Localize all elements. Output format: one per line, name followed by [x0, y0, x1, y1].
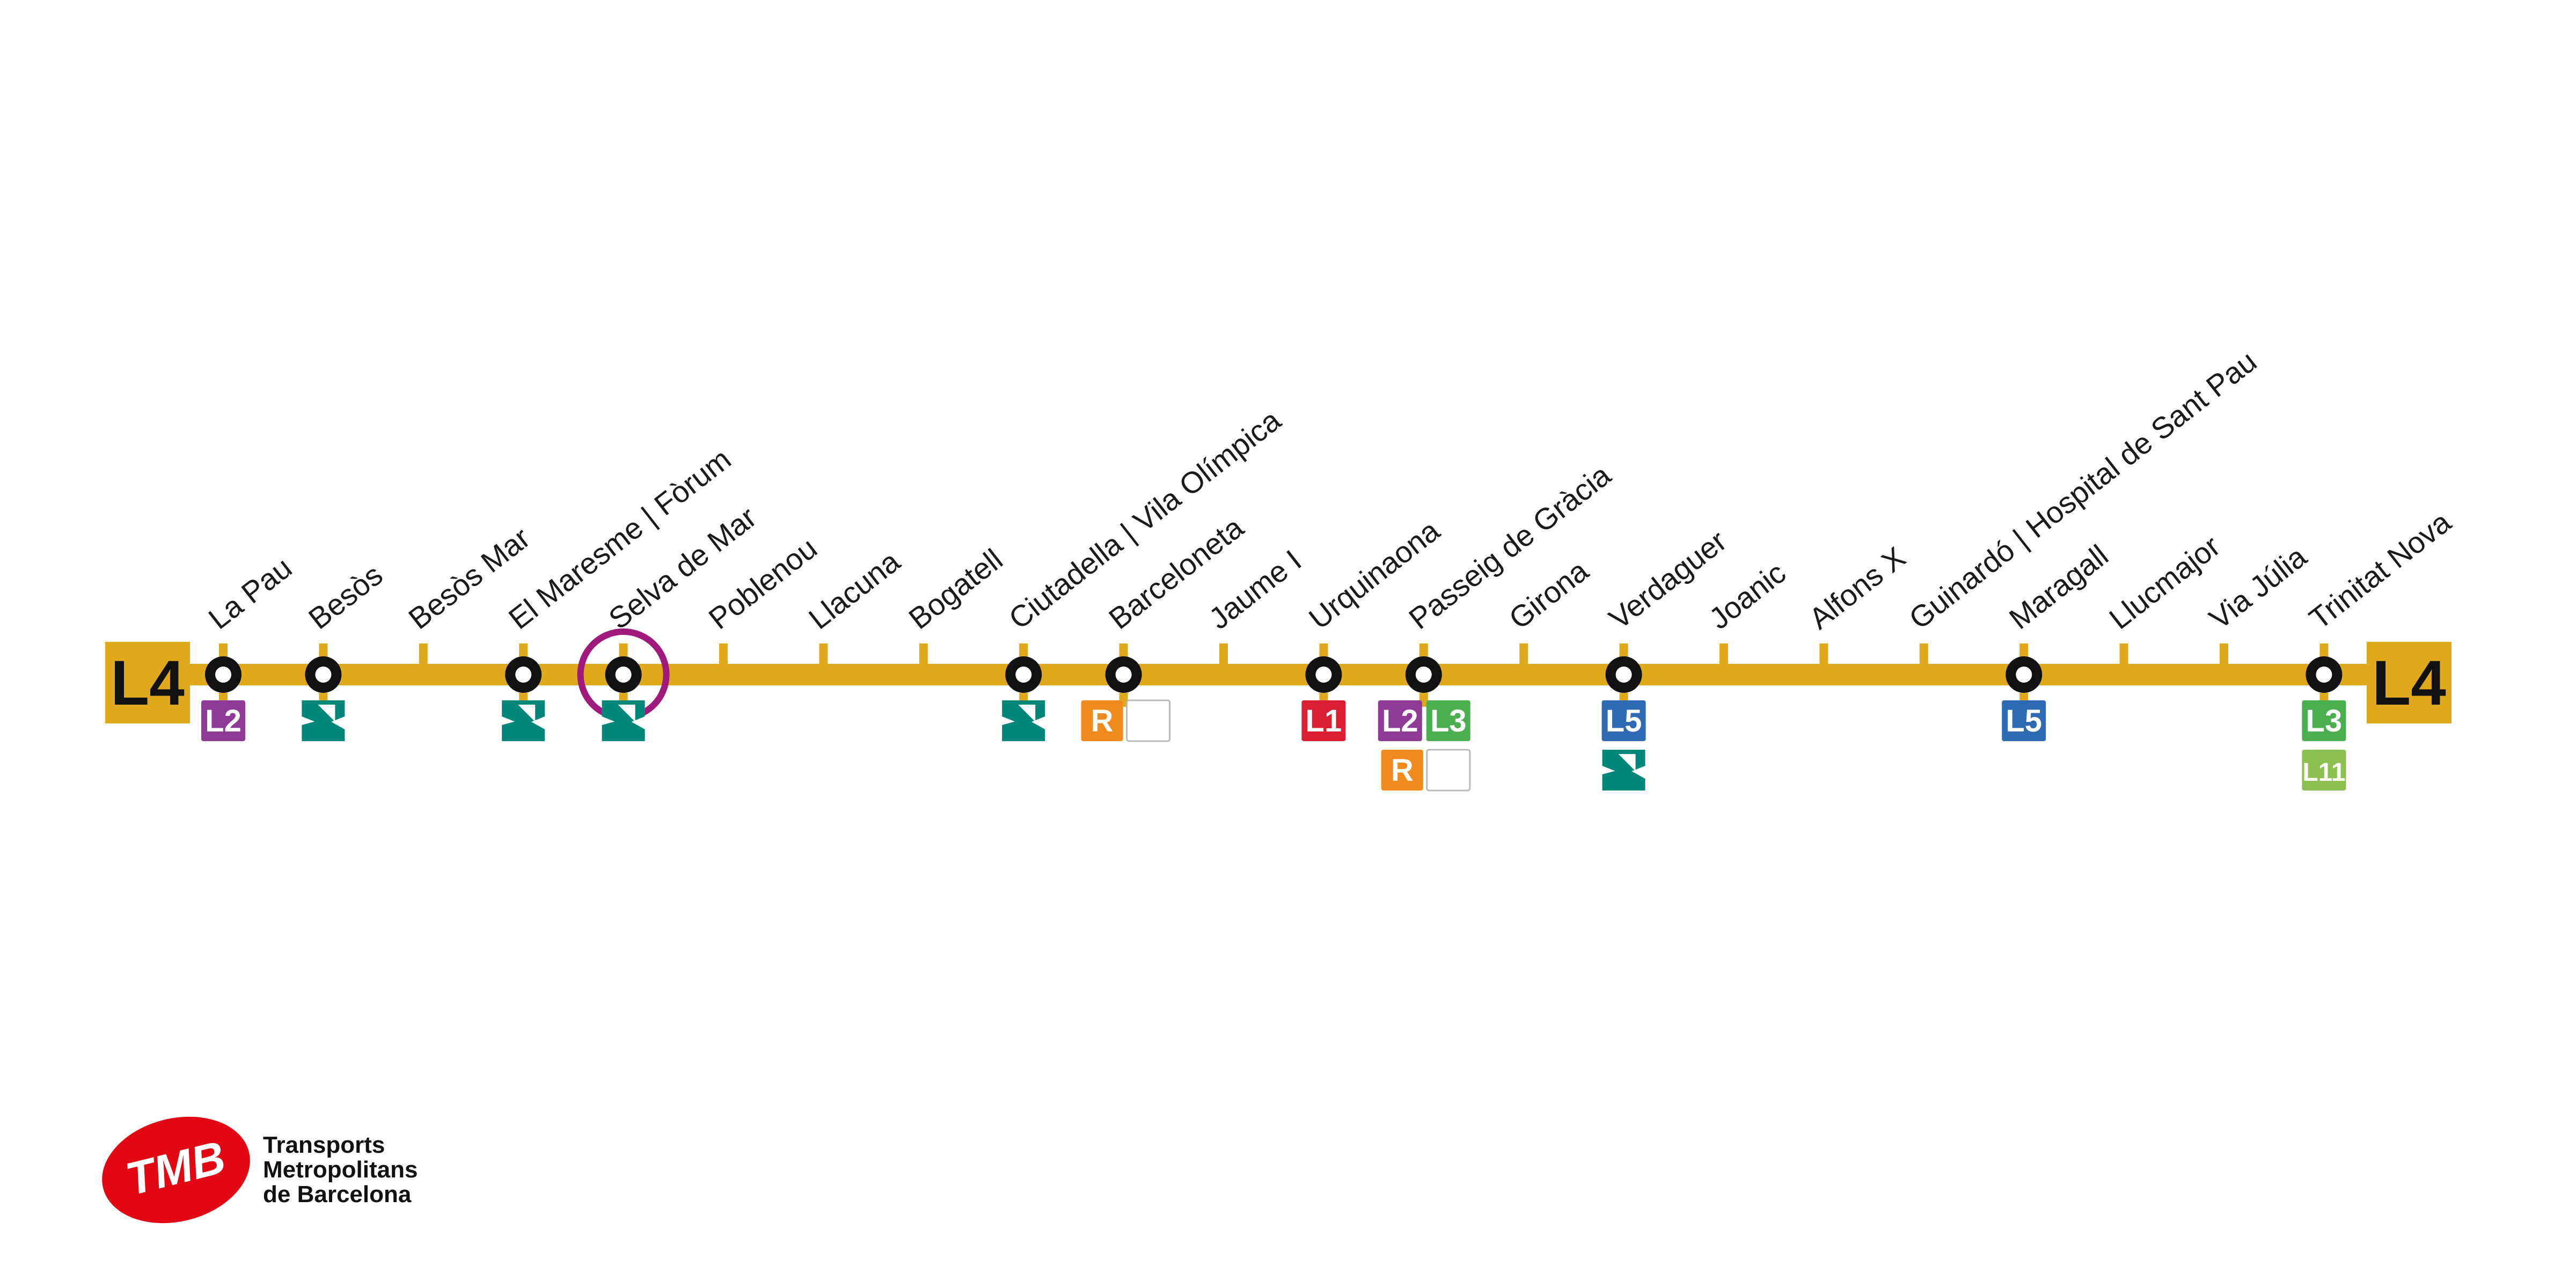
station-tick [1819, 643, 1828, 665]
renfe-connection-label: renfe [1131, 713, 1166, 729]
renfe-connection-badge: renfe [1126, 699, 1171, 742]
tmb-logo: TMB Transports Metropolitans de Barcelon… [102, 1116, 418, 1224]
station-name: Joanic [1703, 555, 1792, 635]
tram-icon [502, 700, 545, 741]
l2-connection-badge: L2 [201, 700, 245, 741]
station-tick [419, 643, 428, 665]
r-connection-badge: R [1381, 750, 1423, 791]
station-name: La Pau [202, 551, 298, 636]
l3-connection-label: L3 [2306, 704, 2343, 738]
tmb-logo-line-1: Transports [263, 1132, 385, 1158]
station-name: Alfons X [1803, 540, 1912, 635]
station-tick [1519, 643, 1528, 665]
station-name: Llucmajor [2103, 529, 2226, 635]
station-tick [719, 643, 728, 665]
r-connection-label: R [1391, 753, 1414, 788]
station[interactable]: Alfons X [1803, 540, 1912, 665]
line-badge-right-label: L4 [2372, 648, 2446, 719]
renfe-connection-badge: renfe [1426, 749, 1471, 792]
tram-icon [1602, 750, 1645, 791]
l5-connection-label: L5 [2006, 704, 2042, 738]
station-tick [1719, 643, 1728, 665]
station[interactable]: Jaume I [1203, 543, 1308, 665]
station-name: Guinardó | Hospital de Sant Pau [1902, 344, 2263, 636]
station[interactable]: Besòs [302, 558, 389, 741]
l11-connection-badge: L11 [2302, 750, 2346, 791]
station[interactable]: Besòs Mar [402, 521, 536, 665]
station[interactable]: Joanic [1703, 555, 1792, 665]
line-badge-right: L4 [2367, 642, 2451, 723]
station-tick [2119, 643, 2128, 665]
l5-connection-label: L5 [1606, 704, 1642, 738]
station[interactable]: Llacuna [802, 544, 906, 665]
l3-connection-badge: L3 [1426, 700, 1470, 741]
station-tick [919, 643, 928, 665]
l1-connection-label: L1 [1306, 704, 1342, 738]
station-tick [1919, 643, 1928, 665]
l3-connection-label: L3 [1430, 704, 1467, 738]
tmb-logo-mark: TMB [102, 1116, 250, 1224]
line-badge-left-label: L4 [111, 648, 185, 719]
l3-connection-badge: L3 [2302, 700, 2346, 741]
station[interactable]: Girona [1503, 553, 1595, 665]
station-name: Besòs [302, 558, 389, 635]
station[interactable]: Ciutadella | Vila Olímpica [1002, 402, 1287, 741]
l5-connection-badge: L5 [2002, 700, 2046, 741]
l5-connection-badge: L5 [1601, 700, 1646, 741]
station-name: Trinitat Nova [2303, 504, 2457, 635]
l11-connection-label: L11 [2302, 758, 2345, 787]
r-connection-label: R [1091, 704, 1114, 738]
l2-connection-label: L2 [205, 704, 241, 738]
l2-connection-badge: L2 [1378, 700, 1422, 741]
station-name: Bogatell [902, 542, 1008, 635]
tram-icon [302, 700, 345, 741]
tram-icon [1002, 700, 1045, 741]
tmb-logo-line-3: de Barcelona [263, 1181, 412, 1208]
tmb-logo-line-2: Metropolitans [263, 1157, 418, 1183]
station-tick [819, 643, 828, 665]
station[interactable]: Bogatell [902, 542, 1009, 665]
tram-icon [602, 700, 645, 741]
line-badge-left: L4 [105, 642, 190, 723]
l2-connection-label: L2 [1382, 704, 1418, 738]
station-tick [1219, 643, 1228, 665]
l1-connection-badge: L1 [1301, 700, 1346, 741]
station-name: Girona [1503, 553, 1595, 636]
renfe-connection-label: renfe [1431, 762, 1466, 778]
station-tick [2220, 643, 2228, 665]
r-connection-badge: R [1081, 700, 1123, 741]
station[interactable]: Llucmajor [2103, 529, 2226, 665]
